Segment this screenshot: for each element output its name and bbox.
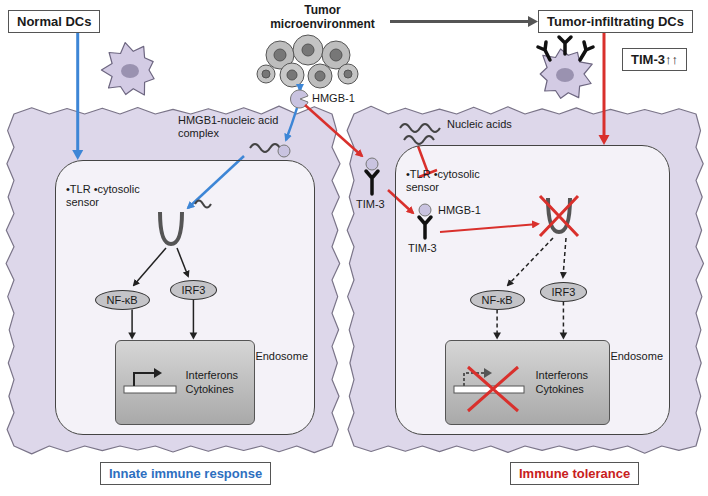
arrowhead [72,150,83,160]
arrowhead [493,333,501,340]
connector [190,300,198,340]
node-text: Tumor microenvironment [255,3,390,31]
title-box: Normal DCs [8,10,100,33]
connector [599,33,610,145]
dendritic-cell-icon [101,43,154,95]
signal-arrow [508,238,553,285]
tim3-receptor [366,158,378,194]
connector [128,310,136,340]
molecule-label: HMGB-1 [438,204,481,217]
red-arrow [305,105,362,156]
block-cross [540,196,578,236]
transcription-factor: IRF3 [170,280,218,300]
connector [390,16,538,27]
nucleic-acid [195,201,211,208]
molecule-label: Nucleic acids [447,118,512,131]
connector-line [193,300,195,334]
cell-nucleus [121,64,139,78]
node-text: Interferons Cytokines [536,368,604,396]
connector-line [563,302,565,334]
molecule-label: HMGB-1 [312,92,355,105]
gene-symbol [446,341,611,426]
signal-arrow [134,248,166,285]
outcome-box: Innate immune response [100,462,271,485]
hmgb1-blob [278,145,290,157]
endosome: •TLR •cytosolic sensorEndosome NF-κB IRF3I… [55,160,315,435]
node-text: •TLR •cytosolic sensor [66,183,161,209]
node-text: Interferons Cytokines [186,368,254,396]
red-arrow [440,224,538,232]
dendritic-cell-body [347,106,703,453]
node-text: Immune tolerance [519,466,630,481]
complex-label: HMGB1-nucleic acid complex [178,114,283,140]
outcome-box: Immune tolerance [510,462,639,485]
title-box: Tumor-infiltrating DCs [538,10,693,33]
tim3-receptor [538,37,593,60]
nucleic-acid [404,136,434,144]
connector [72,33,83,160]
nucleus: Interferons Cytokines [445,340,610,425]
node-text: NF-κB [482,294,513,306]
nucleus: Interferons Cytokines [115,340,255,425]
receptor-label: TIM-3 [408,242,437,255]
connector-line [131,310,133,334]
cell-nucleus [556,68,574,82]
connector-line [390,20,530,23]
transcription-factor: IRF3 [540,282,588,302]
transcription-factor: NF-κB [470,290,525,310]
connector [493,310,501,340]
blue-arrow [286,108,297,140]
connector-line [76,33,79,152]
endosome-fill [395,145,670,435]
node-text: Endosome [610,350,663,362]
arrowhead [560,333,568,340]
tumor-region: Tumor microenvironment [255,3,390,91]
marker-box: TIM-3↑↑ [622,48,687,71]
node-text: Tumor-infiltrating DCs [547,14,684,29]
release-arrow [299,86,302,90]
blue-arrow [188,156,244,208]
node-text: Normal DCs [17,14,91,29]
node-text: IRF3 [182,284,206,296]
signal-arrow [177,248,188,276]
connector-line [603,33,606,137]
cell-outlines [6,43,703,454]
transcription-factor: NF-κB [95,290,150,310]
node-text: Innate immune response [109,466,262,481]
node-text: NF-κB [107,294,138,306]
tlr-sensor [160,212,182,244]
signal-arrow [563,238,566,277]
connector [560,302,568,340]
arrowhead [528,16,538,27]
arrowhead [599,135,610,145]
red-arrow [388,190,413,213]
connector-line [496,310,498,334]
node-text: •TLR •cytosolic sensor [406,168,501,194]
arrowhead [128,333,136,340]
tumor-cells [257,35,358,88]
nucleic-acid [400,124,440,132]
node-text: TIM-3↑↑ [631,52,678,67]
node-text: IRF3 [552,286,576,298]
dendritic-cell-body [6,106,340,454]
tim3-receptor [419,204,431,238]
nucleic-acid [250,144,280,152]
endosome: •TLR •cytosolic sensorEndosome NF-κB IRF3I… [395,145,670,435]
arrowhead [190,333,198,340]
endosome-fill [55,160,315,435]
node-text: Endosome [255,350,308,362]
receptor-label: TIM-3 [356,198,385,211]
